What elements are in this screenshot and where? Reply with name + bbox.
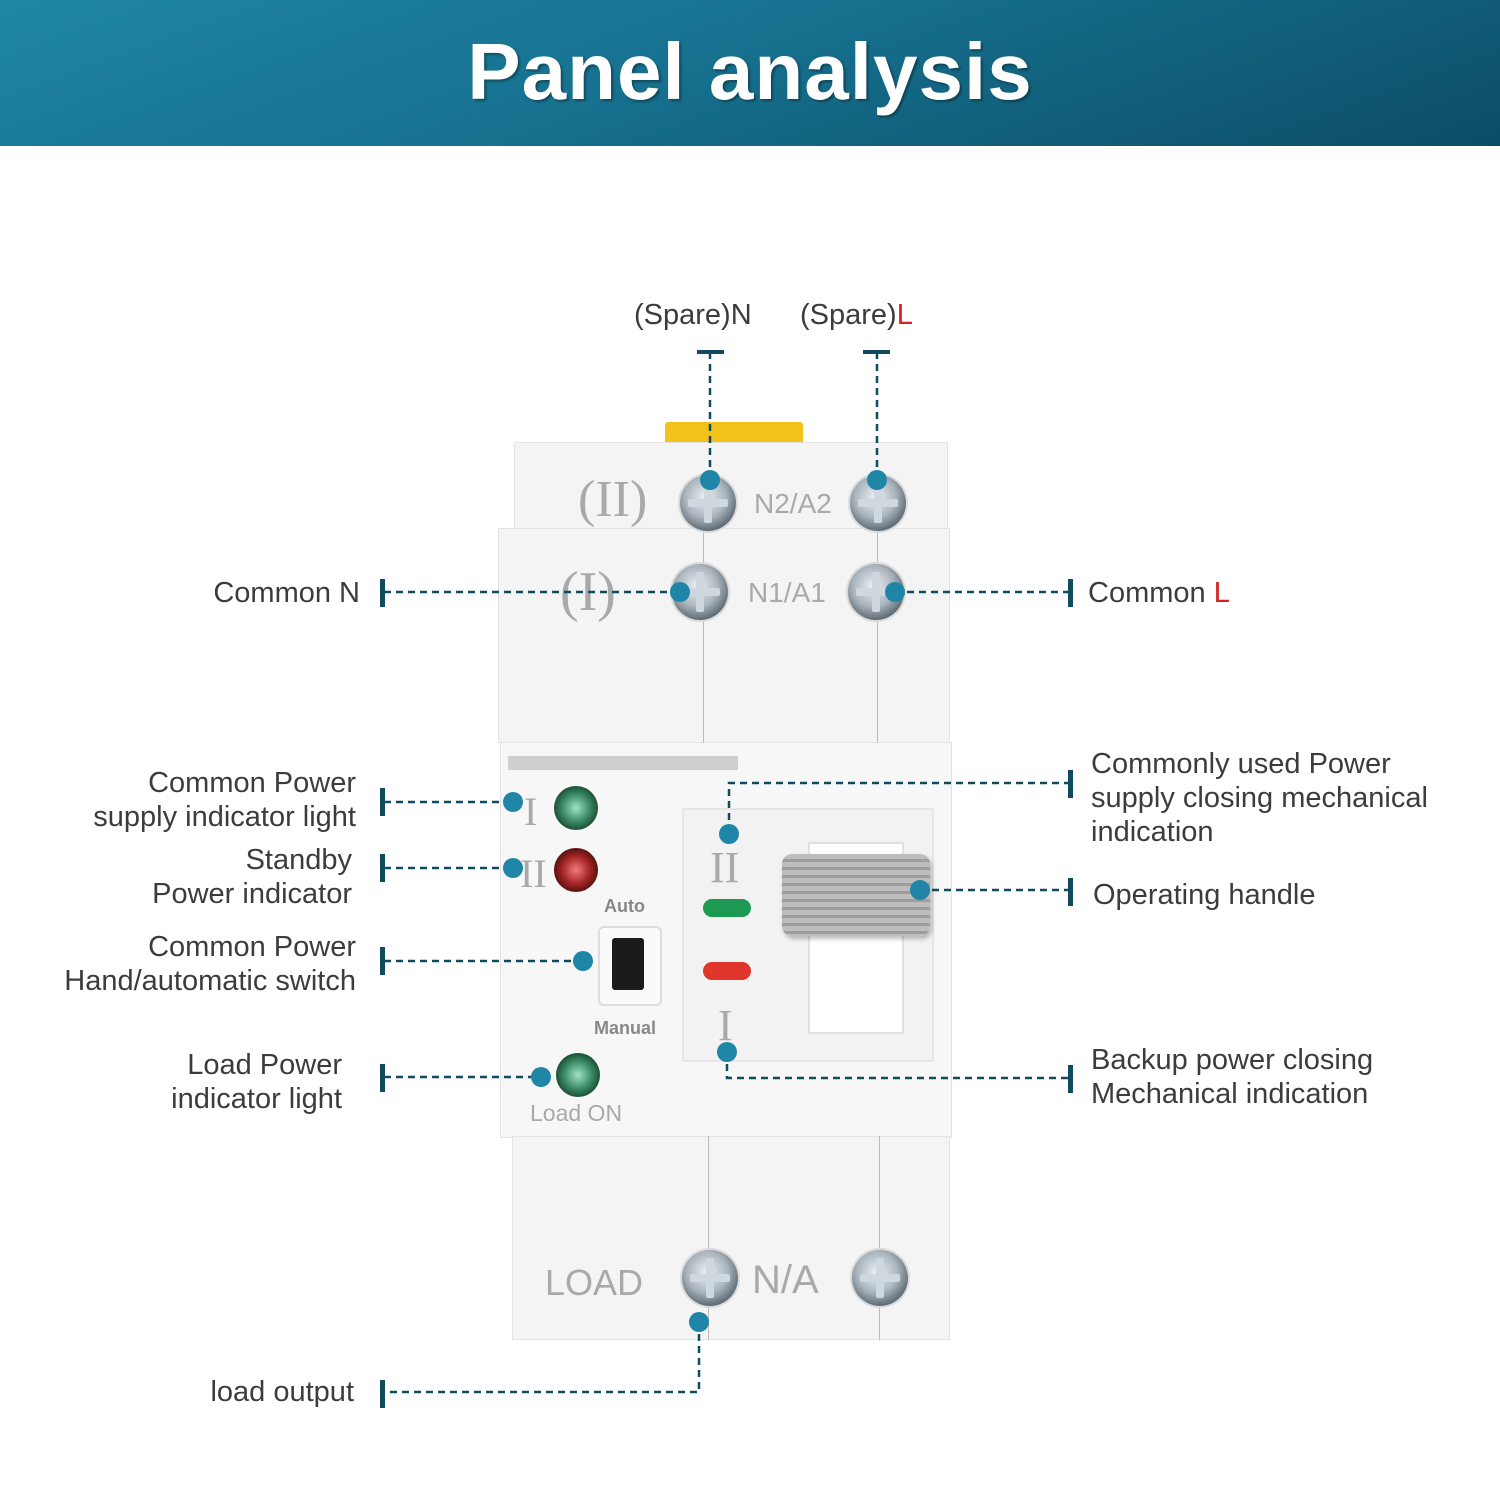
label-line: Common Power [148,767,356,799]
label-spare-n-suffix: N [730,299,752,331]
marker-spare-l [867,470,887,490]
marker-backup-closing [717,1042,737,1062]
marker-common-l [885,582,905,602]
tick-common-indicator [380,788,385,816]
marker-standby-indicator [503,858,523,878]
tick-backup-closing [1068,1065,1073,1093]
label-line: Standby [245,844,352,876]
top-row-label: (II) [578,471,648,528]
label-line: Commonly used Power [1091,748,1391,780]
switch-auto-label: Auto [604,896,645,916]
mech-indicator-top-label: II [710,843,740,892]
tick-load-indicator [380,1064,385,1092]
tick-hand-auto [380,947,385,975]
red-mech-indicator [703,962,751,980]
indicator-2-label: II [520,851,547,896]
label-hand-auto-switch: Common Power Hand/automatic switch [10,930,356,998]
screw-load [682,1250,738,1306]
indicator-1-label: I [524,789,538,834]
label-spare-l-prefix: (Spare) [800,299,897,331]
marker-load-output [689,1312,709,1332]
label-common-n: Common N [100,576,360,610]
screw-load-n-a [852,1250,908,1306]
label-common-n-suffix: N [339,577,360,609]
operating-handle[interactable] [782,854,930,936]
label-line: indicator light [171,1083,342,1115]
label-load-output: load output [20,1375,354,1409]
switch-manual-label: Manual [594,1018,657,1038]
tick-common-n [380,579,385,607]
marker-common-closing [719,824,739,844]
switch-rocker [612,938,644,990]
label-common-power-indicator: Common Power supply indicator light [20,766,356,834]
label-standby-indicator: Standby Power indicator [20,843,352,911]
label-common-l-prefix: Common [1088,577,1214,609]
marker-common-indicator [503,792,523,812]
leader-backup-closing [725,1052,1070,1080]
marker-hand-auto [573,951,593,971]
panel-stripe [508,756,738,770]
standby-power-led [554,848,598,892]
marker-common-n [670,582,690,602]
tick-common-closing [1068,770,1073,798]
seam-bottom-right [879,1136,880,1340]
hand-auto-switch[interactable] [598,926,662,1006]
load-on-led [556,1053,600,1097]
leader-common-closing [727,781,1070,832]
label-line: Load Power [187,1049,342,1081]
seam-left [703,528,704,743]
marker-operating-handle [910,880,930,900]
label-spare-l-suffix: L [896,299,913,331]
label-line: supply indicator light [93,801,356,833]
marker-load-indicator [531,1067,551,1087]
label-spare-l: (Spare)L [800,298,913,332]
label-backup-closing: Backup power closing Mechanical indicati… [1091,1043,1373,1111]
label-spare-n-prefix: (Spare) [634,299,731,331]
label-common-l: Common L [1088,576,1230,610]
header-banner: Panel analysis [0,0,1500,146]
label-line: Operating handle [1093,879,1316,911]
mid-terminal-label: N1/A1 [748,577,826,608]
label-line: load output [210,1376,354,1408]
label-common-closing: Commonly used Power supply closing mecha… [1091,747,1428,849]
label-operating-handle: Operating handle [1093,878,1316,912]
tick-common-l [1068,579,1073,607]
label-line: Common Power [148,931,356,963]
label-line: supply closing mechanical [1091,782,1428,814]
marker-spare-n [700,470,720,490]
bottom-terminal-block [512,1136,950,1340]
seam-bottom-left [708,1136,709,1340]
label-load-indicator: Load Power indicator light [20,1048,342,1116]
bottom-row-label: LOAD [545,1262,644,1303]
tick-load-output [380,1380,385,1408]
common-power-led [554,786,598,830]
label-line: Backup power closing [1091,1044,1374,1076]
tick-operating-handle [1068,878,1073,906]
label-line: Mechanical indication [1091,1078,1369,1110]
label-common-l-suffix: L [1213,577,1230,609]
label-line: indication [1091,816,1214,848]
label-spare-n: (Spare)N [634,298,752,332]
leader-load-output [384,1322,701,1394]
label-line: Hand/automatic switch [64,965,356,997]
top-terminal-label: N2/A2 [754,488,832,519]
mech-indicator-bottom-label: I [718,1001,733,1050]
bottom-terminal-label: N/A [752,1258,819,1302]
label-line: Power indicator [152,878,352,910]
green-mech-indicator [703,899,751,917]
page-title: Panel analysis [467,27,1033,116]
load-on-label: Load ON [530,1100,623,1126]
seam-right [877,528,878,743]
tick-standby-indicator [380,854,385,882]
label-common-n-prefix: Common [213,577,340,609]
